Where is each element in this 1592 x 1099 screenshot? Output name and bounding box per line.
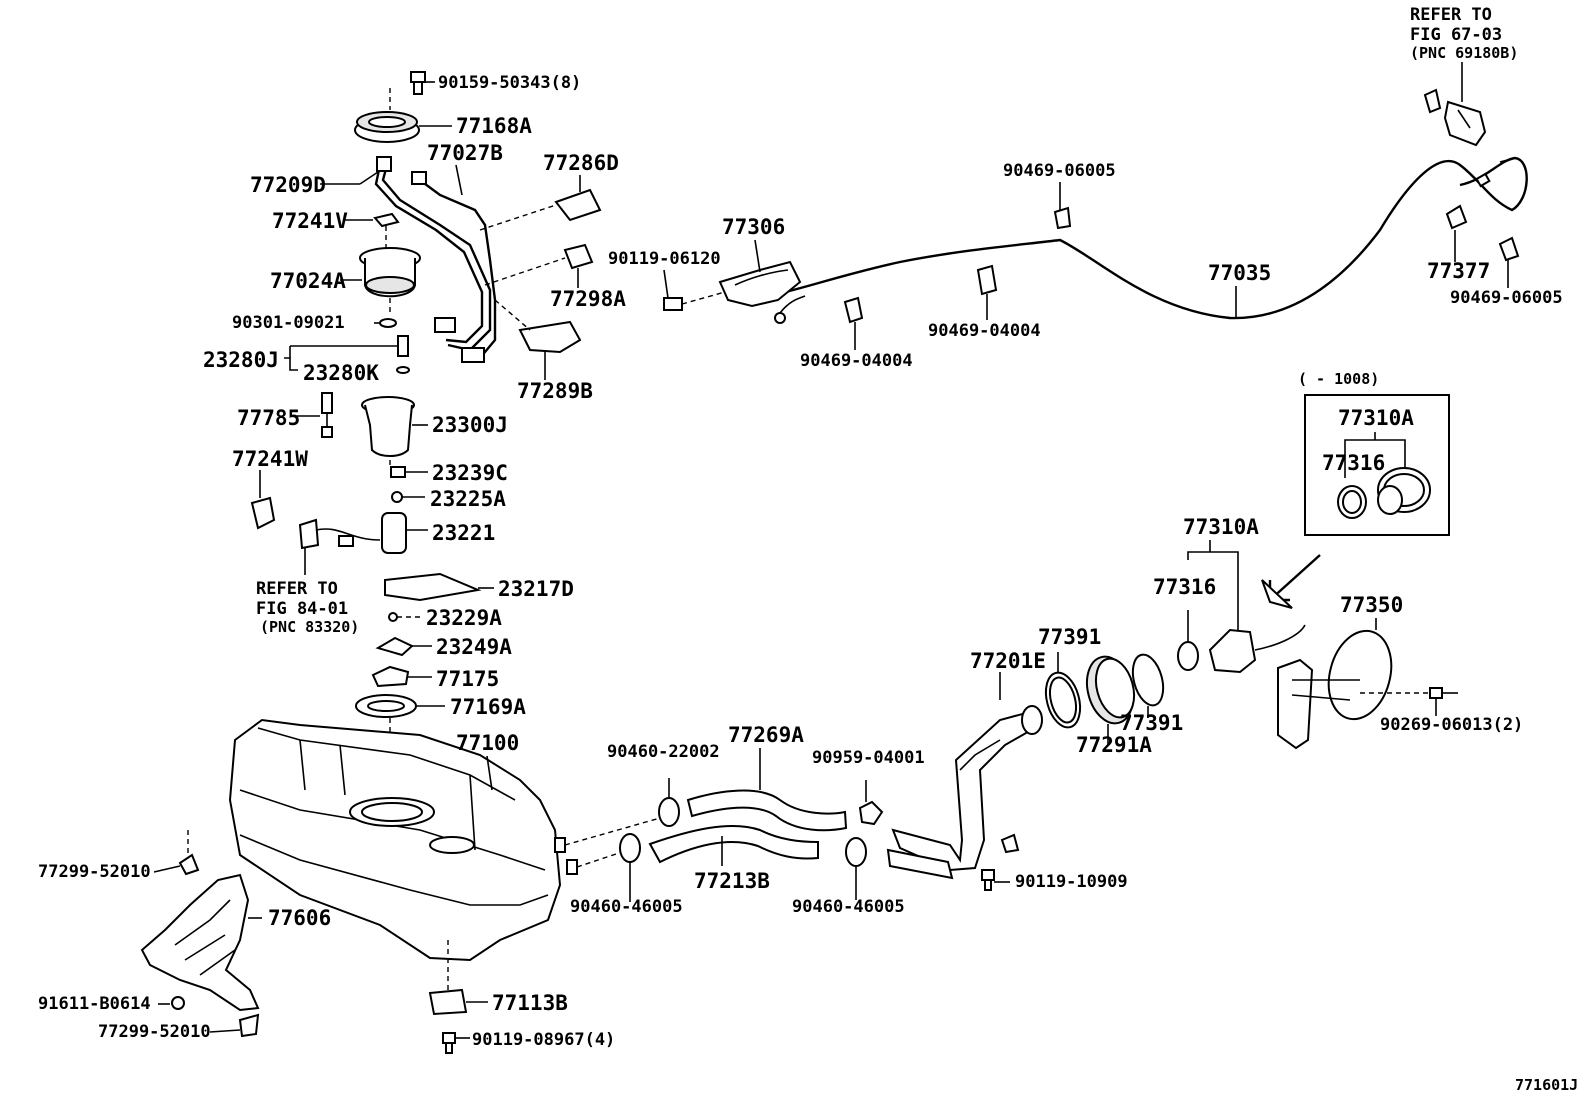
cable-end-bracket — [1423, 88, 1487, 147]
label-77391-b: 77391 — [1120, 711, 1183, 735]
label-90469-06005-b: 90469-06005 — [1450, 288, 1563, 308]
label-77169A: 77169A — [450, 695, 526, 719]
label-77350: 77350 — [1340, 593, 1403, 617]
label-90119-06120: 90119-06120 — [608, 249, 721, 269]
label-77316: 77316 — [1153, 575, 1216, 599]
label-77377: 77377 — [1427, 259, 1490, 283]
refer-top-line1: REFER TO — [1410, 5, 1492, 25]
fuel-lid-opener-cable — [759, 156, 1528, 324]
refer-top-line3: (PNC 69180B) — [1410, 44, 1518, 62]
label-77286D: 77286D — [543, 151, 619, 175]
label-77035: 77035 — [1208, 261, 1271, 285]
label-77175: 77175 — [436, 667, 499, 691]
part-labels: 90159-50343(8) 77168A 77027B 77286D 7720… — [38, 73, 1578, 1094]
fuel-pump-column — [250, 88, 494, 820]
label-77024A: 77024A — [270, 269, 346, 293]
label-90119-10909: 90119-10909 — [1015, 872, 1128, 892]
opener-lever-assembly — [663, 260, 806, 324]
label-90460-46005-a: 90460-46005 — [570, 897, 683, 917]
fuel-tank — [228, 718, 578, 962]
figure-code: 771601J — [1515, 1076, 1578, 1094]
label-77299-52010-a: 77299-52010 — [38, 862, 151, 882]
label-77299-52010-b: 77299-52010 — [98, 1022, 211, 1042]
inset-part-77310A: 77310A — [1338, 406, 1414, 430]
label-90119-08967: 90119-08967(4) — [472, 1030, 615, 1050]
label-23229A: 23229A — [426, 606, 502, 630]
label-77241V: 77241V — [272, 209, 348, 233]
label-23280J: 23280J — [203, 348, 279, 372]
label-77209D: 77209D — [250, 173, 326, 197]
refer-left-line2: FIG 84-01 — [256, 599, 348, 619]
label-77113B: 77113B — [492, 991, 568, 1015]
inset-box: ( - 1008) 77310A 77316 — [1261, 370, 1450, 609]
label-77241W: 77241W — [232, 447, 308, 471]
label-90959-04001: 90959-04001 — [812, 748, 925, 768]
label-77298A: 77298A — [550, 287, 626, 311]
label-77201E: 77201E — [970, 649, 1046, 673]
refer-left-line3: (PNC 83320) — [260, 618, 359, 636]
label-77291A: 77291A — [1076, 733, 1152, 757]
inset-part-77316: 77316 — [1322, 451, 1385, 475]
label-90460-22002: 90460-22002 — [607, 742, 720, 762]
filler-pipe — [886, 672, 1043, 891]
refer-note-top: REFER TO FIG 67-03 (PNC 69180B) — [1410, 5, 1518, 102]
label-90301-09021: 90301-09021 — [232, 313, 345, 333]
label-90460-46005-b: 90460-46005 — [792, 897, 905, 917]
fuel-door — [1277, 618, 1458, 750]
label-77785: 77785 — [237, 406, 300, 430]
label-90469-04004-b: 90469-04004 — [928, 321, 1041, 341]
hoses-and-clamps — [564, 778, 884, 902]
label-90469-04004-a: 90469-04004 — [800, 351, 913, 371]
label-77269A: 77269A — [728, 723, 804, 747]
label-77168A: 77168A — [456, 114, 532, 138]
refer-left-line1: REFER TO — [256, 579, 338, 599]
label-77100: 77100 — [456, 731, 519, 755]
filler-inlet-parts — [1044, 540, 1306, 745]
label-23300J: 23300J — [432, 413, 508, 437]
label-23239C: 23239C — [432, 461, 508, 485]
label-23221: 23221 — [432, 521, 495, 545]
label-77310A: 77310A — [1183, 515, 1259, 539]
label-23280K: 23280K — [303, 361, 379, 385]
label-77391-a: 77391 — [1038, 625, 1101, 649]
label-23217D: 23217D — [498, 577, 574, 601]
label-90269-06013: 90269-06013(2) — [1380, 715, 1523, 735]
refer-top-line2: FIG 67-03 — [1410, 25, 1502, 45]
label-90159-50343: 90159-50343(8) — [438, 73, 581, 93]
label-23225A: 23225A — [430, 487, 506, 511]
label-23249A: 23249A — [436, 635, 512, 659]
label-90469-06005-a: 90469-06005 — [1003, 161, 1116, 181]
inset-range-label: ( - 1008) — [1298, 370, 1379, 388]
label-77213B: 77213B — [694, 869, 770, 893]
label-77027B: 77027B — [427, 141, 503, 165]
label-91611-B0614: 91611-B0614 — [38, 994, 151, 1014]
label-77606: 77606 — [268, 906, 331, 930]
label-77289B: 77289B — [517, 379, 593, 403]
pump-fittings-stack — [284, 71, 602, 374]
tank-protector — [140, 830, 262, 1038]
label-77306: 77306 — [722, 215, 785, 239]
tank-bracket — [428, 940, 488, 1054]
